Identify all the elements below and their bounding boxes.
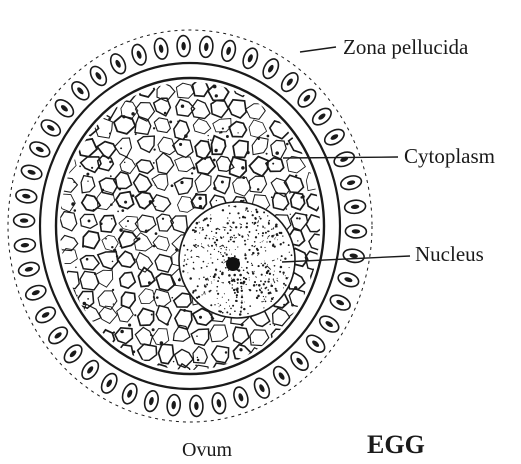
egg-title: EGG xyxy=(367,430,425,459)
follicle-cell xyxy=(211,392,227,415)
follicle-cell xyxy=(328,292,353,313)
follicle-cell xyxy=(120,382,140,406)
follicle-cell xyxy=(344,199,366,214)
follicle-cell xyxy=(108,52,129,77)
follicle-cell xyxy=(220,39,238,62)
follicle-cell xyxy=(61,342,85,366)
follicle-cell xyxy=(303,332,327,356)
follicle-cell xyxy=(13,214,34,228)
follicle-cell xyxy=(143,389,161,412)
follicle-cell xyxy=(52,97,76,121)
follicle-cell xyxy=(260,56,282,81)
zona-pellucida-label: Zona pellucida xyxy=(343,35,469,59)
follicle-cell xyxy=(332,149,356,169)
follicle-cell xyxy=(153,37,169,60)
follicle-cell xyxy=(24,283,48,303)
follicle-cell xyxy=(130,43,149,67)
follicle-cell xyxy=(28,139,53,160)
cytoplasm-leader xyxy=(283,157,398,158)
follicle-cell xyxy=(17,260,41,278)
follicle-cell xyxy=(310,105,335,128)
follicle-cell xyxy=(46,324,71,347)
follicle-cell xyxy=(79,358,102,383)
follicle-cell xyxy=(166,394,181,416)
ovum-caption: Ovum xyxy=(182,439,232,461)
follicle-cell xyxy=(288,349,312,373)
follicle-cell xyxy=(317,313,342,335)
cytoplasm-label: Cytoplasm xyxy=(404,144,495,168)
zona-pellucida-leader xyxy=(300,47,336,52)
follicle-cell xyxy=(232,385,251,409)
follicle-cell xyxy=(336,270,360,289)
follicle-cell xyxy=(270,364,292,389)
follicle-cell xyxy=(15,188,38,204)
follicle-cell xyxy=(69,79,93,103)
follicle-cell xyxy=(98,371,120,396)
follicle-cell xyxy=(240,46,260,70)
follicle-cell xyxy=(38,117,63,139)
follicle-cell xyxy=(33,304,58,326)
follicle-cell xyxy=(87,64,109,89)
follicle-cell xyxy=(20,163,44,182)
nucleolus xyxy=(226,257,240,271)
nucleus-label: Nucleus xyxy=(415,242,484,266)
follicle-cell xyxy=(339,174,363,192)
follicle-cell xyxy=(251,376,272,401)
follicle-cell xyxy=(342,248,365,264)
follicle-cell xyxy=(14,238,36,253)
follicle-cell xyxy=(177,35,191,56)
follicle-cell xyxy=(322,126,347,148)
follicle-cell xyxy=(345,225,366,239)
follicle-cell xyxy=(295,86,319,110)
follicle-cell xyxy=(199,36,214,58)
follicle-cell xyxy=(278,70,301,95)
follicle-cell xyxy=(190,395,204,416)
